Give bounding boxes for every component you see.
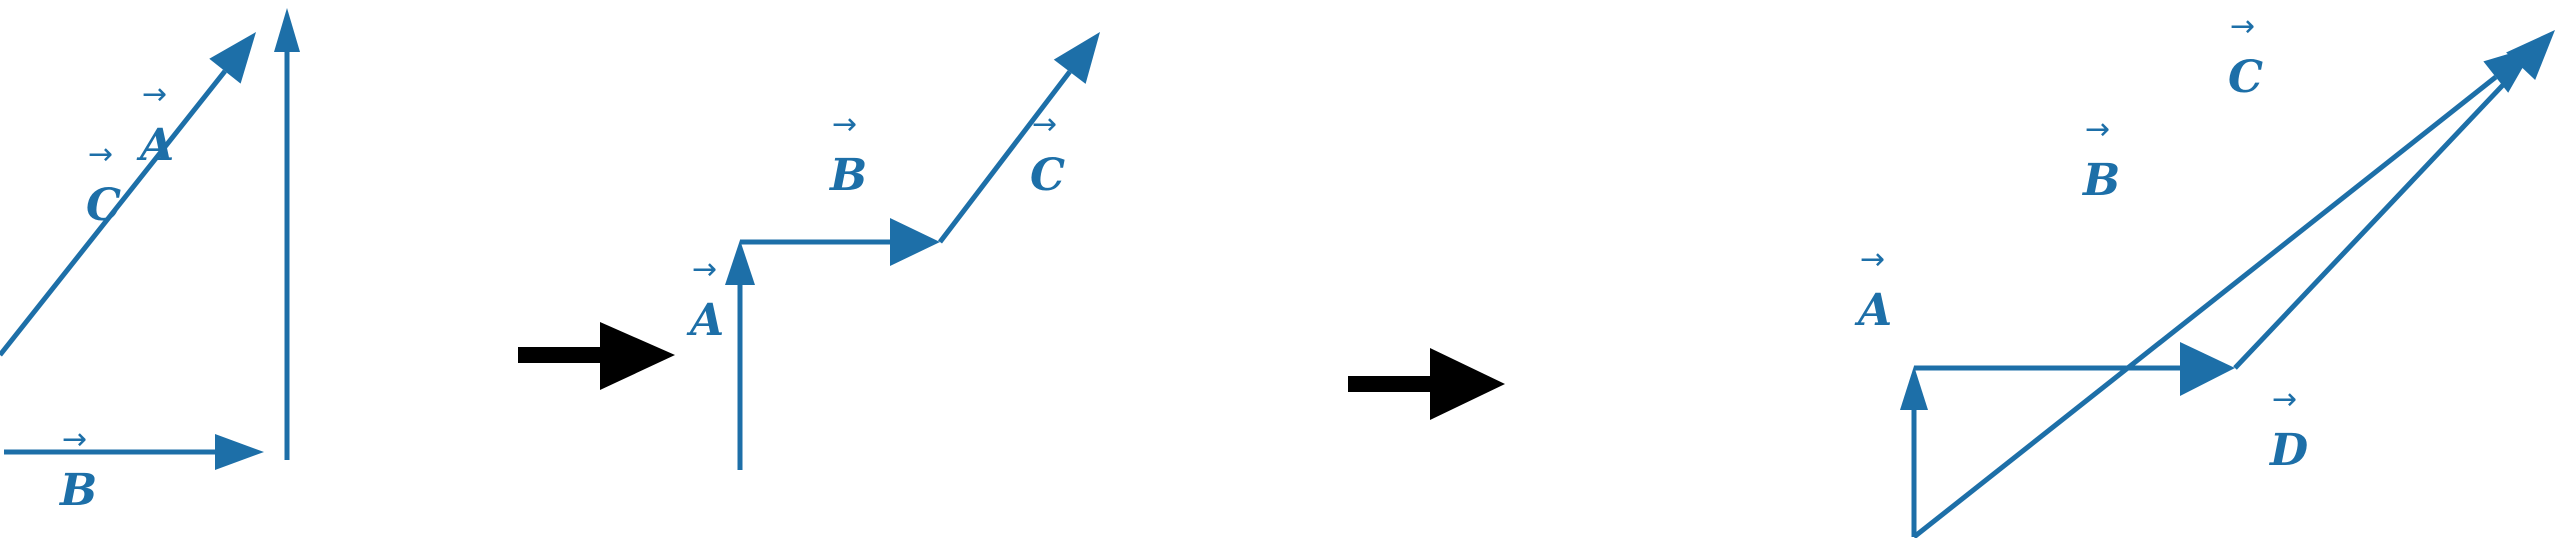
vector-arrow-mark: → [62, 422, 87, 457]
vector-a [274, 8, 300, 460]
label-vector-a: A [136, 120, 174, 171]
step-arrow-2 [1348, 348, 1505, 420]
label-vector-c: C [2228, 52, 2263, 103]
panel-separate-vectors [4, 8, 300, 470]
label-vector-a: A [686, 295, 724, 346]
vector-b [740, 218, 940, 266]
panel-resultant [1900, 342, 2235, 537]
label-vector-b: B [2081, 155, 2120, 206]
vector-arrow-mark: → [2230, 9, 2255, 44]
vector-arrow-mark: → [88, 137, 113, 172]
vector-arrow-mark: → [142, 77, 167, 112]
vector-arrow-mark: → [1860, 242, 1885, 277]
label-vector-d: D [2268, 425, 2308, 476]
vector-b [4, 434, 264, 470]
vector-d [1912, 46, 2535, 538]
vector-arrow-mark: → [692, 252, 717, 287]
vector-c [0, 32, 256, 357]
vector-a [1900, 366, 1928, 537]
step-arrow-1 [518, 322, 675, 390]
vector-arrow-mark: → [1032, 107, 1057, 142]
vector-b [1914, 342, 2235, 396]
vector-arrow-mark: → [2085, 112, 2110, 147]
vector-c [2233, 30, 2555, 370]
label-vector-b: B [828, 150, 867, 201]
label-vector-a: A [1854, 285, 1892, 336]
vector-a [725, 240, 755, 470]
panel-head-to-tail [725, 218, 940, 470]
label-vector-b: B [58, 465, 97, 516]
label-vector-c: C [1030, 150, 1065, 201]
vector-arrow-mark: → [832, 107, 857, 142]
vector-arrow-mark: → [2272, 382, 2297, 417]
label-vector-c: C [86, 180, 121, 231]
vector-c [938, 32, 1100, 244]
